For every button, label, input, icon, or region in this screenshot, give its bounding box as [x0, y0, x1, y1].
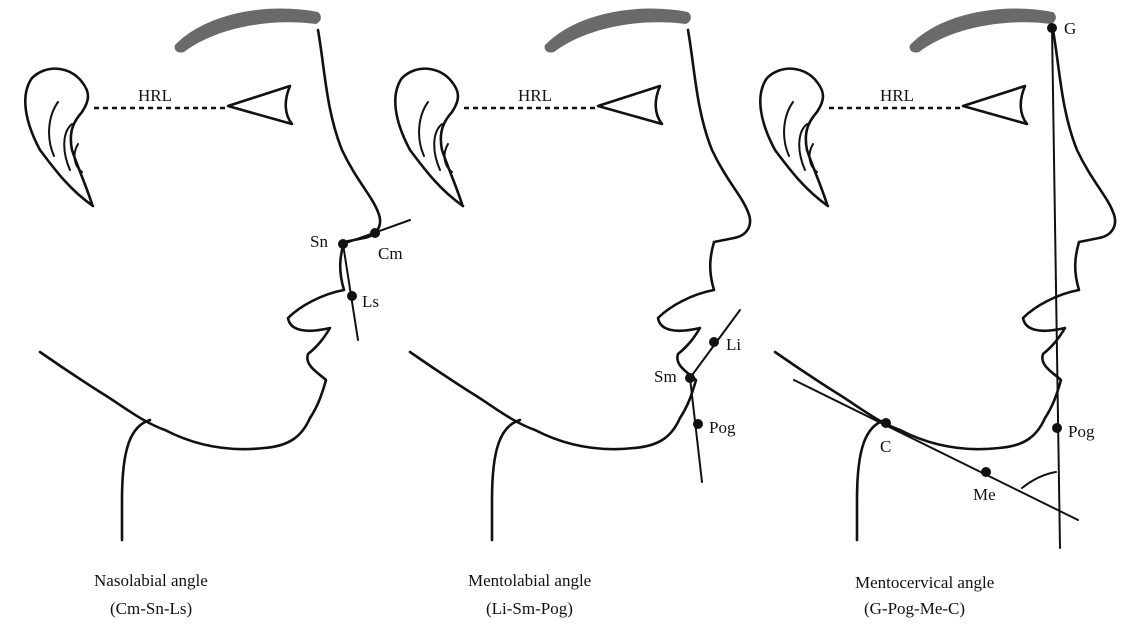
head-profile-1	[25, 9, 380, 540]
caption-formula-1: (Cm-Sn-Ls)	[110, 599, 192, 618]
hrl-label-2: HRL	[518, 86, 552, 105]
panel-mentolabial: HRL Li Sm Pog Mentolabial angle (Li-Sm-P…	[395, 9, 750, 618]
sn-point	[338, 239, 348, 249]
hrl-label-3: HRL	[880, 86, 914, 105]
pog-label-2: Pog	[709, 418, 736, 437]
caption-title-3: Mentocervical angle	[855, 573, 994, 592]
head-profile-2	[395, 9, 750, 540]
cm-point	[370, 228, 380, 238]
pog-point-2	[693, 419, 703, 429]
angle-arc	[1022, 472, 1056, 488]
caption-title-1: Nasolabial angle	[94, 571, 208, 590]
c-point	[881, 418, 891, 428]
panel-nasolabial: HRL Sn Cm Ls Nasolabial angle (Cm-Sn-Ls)	[25, 9, 410, 618]
sn-label: Sn	[310, 232, 328, 251]
g-point	[1047, 23, 1057, 33]
cm-label: Cm	[378, 244, 403, 263]
caption-title-2: Mentolabial angle	[468, 571, 591, 590]
me-label: Me	[973, 485, 996, 504]
li-label: Li	[726, 335, 741, 354]
panel-mentocervical: HRL G Pog Me C Mentocervical angle (G-Po…	[760, 9, 1115, 618]
sm-pog-line	[690, 378, 702, 482]
caption-formula-2: (Li-Sm-Pog)	[486, 599, 573, 618]
li-point	[709, 337, 719, 347]
caption-formula-3: (G-Pog-Me-C)	[864, 599, 965, 618]
c-me-line	[794, 380, 1078, 520]
pog-label-3: Pog	[1068, 422, 1095, 441]
head-profile-3	[760, 9, 1115, 540]
ls-label: Ls	[362, 292, 379, 311]
ls-point	[347, 291, 357, 301]
c-label: C	[880, 437, 891, 456]
hrl-label-1: HRL	[138, 86, 172, 105]
sm-point	[685, 373, 695, 383]
pog-point-3	[1052, 423, 1062, 433]
me-point	[981, 467, 991, 477]
g-label: G	[1064, 19, 1076, 38]
sm-label: Sm	[654, 367, 677, 386]
g-pog-line	[1052, 28, 1060, 548]
